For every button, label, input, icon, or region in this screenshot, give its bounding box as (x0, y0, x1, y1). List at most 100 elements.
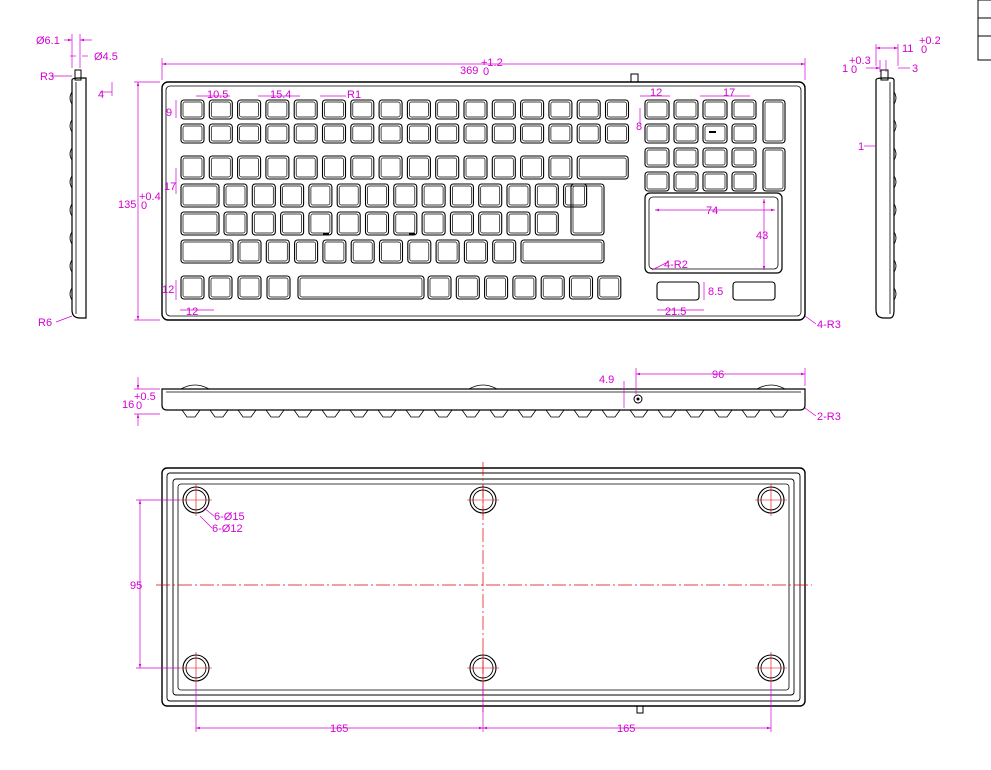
key (449, 183, 474, 208)
touchpad-right-button (732, 281, 776, 301)
key (293, 123, 318, 144)
overall-height-tol-upper: +0.4 (139, 191, 161, 203)
key (406, 99, 431, 120)
key (570, 183, 605, 236)
key (378, 99, 403, 120)
key (540, 275, 565, 300)
key (449, 211, 474, 236)
key (180, 211, 220, 236)
key (297, 275, 425, 300)
left-radius-top: R3 (40, 71, 54, 83)
key (223, 211, 248, 236)
key (421, 183, 446, 208)
key (644, 123, 670, 144)
key (308, 211, 333, 236)
front-hole-offset: 96 (712, 369, 724, 381)
key (350, 155, 375, 180)
right-dim-1-tol-upper: +0.3 (849, 55, 871, 67)
key-size-w: 12 (186, 306, 198, 318)
key (294, 239, 319, 264)
front-corner-radius: 2-R3 (817, 411, 841, 423)
right-dim-11-tol-lower: 0 (921, 44, 927, 56)
key (427, 275, 452, 300)
key (180, 155, 205, 180)
key (336, 211, 361, 236)
bottom-hole-spacing-v: 95 (130, 580, 142, 592)
key (762, 99, 786, 144)
key (280, 183, 305, 208)
key (702, 99, 728, 120)
key (406, 123, 431, 144)
key (251, 211, 276, 236)
key (463, 123, 488, 144)
key (208, 123, 233, 144)
key (604, 99, 630, 120)
right-side-view: 11 +0.2 0 1 +0.3 0 3 1 (842, 35, 941, 319)
key (364, 211, 390, 236)
key (548, 123, 573, 144)
key (478, 183, 503, 208)
touchpad-height: 43 (756, 230, 768, 242)
key (336, 183, 361, 208)
key (251, 183, 276, 208)
mount-holes (180, 484, 787, 684)
front-hole-dia: 4.9 (599, 374, 614, 386)
key (421, 211, 446, 236)
key (644, 147, 670, 168)
key (644, 99, 670, 120)
mount-hole (755, 484, 787, 516)
right-dim-3: 3 (912, 63, 918, 75)
title-block (977, 0, 991, 61)
numpad-gap: 8 (636, 121, 642, 133)
key (463, 239, 488, 264)
right-dim-1-lower: 1 (858, 141, 864, 153)
corner-radius: 4-R3 (817, 319, 841, 331)
bottom-hole-inner: 6-Ø12 (212, 523, 243, 535)
key (180, 183, 220, 208)
touchpad-radius: 4-R2 (664, 259, 688, 271)
key (378, 239, 404, 264)
key (731, 171, 757, 192)
key (576, 155, 629, 180)
key (491, 123, 516, 144)
key (266, 275, 291, 300)
key (378, 155, 403, 180)
key (308, 183, 333, 208)
key (407, 239, 432, 264)
touchpad-width: 74 (706, 205, 718, 217)
key (563, 183, 588, 208)
left-depth: 4 (98, 89, 104, 101)
left-radius-bottom: R6 (38, 317, 52, 329)
mount-hole (755, 652, 787, 684)
overall-width: 369 (460, 65, 478, 77)
key (673, 123, 699, 144)
key (321, 99, 347, 120)
key (491, 155, 516, 180)
touchpad-left-button (656, 281, 700, 301)
key (731, 99, 757, 120)
right-dim-1-tol-lower: 0 (851, 64, 857, 76)
mount-hole (180, 652, 212, 684)
key (406, 155, 431, 180)
overall-width-tol-upper: +1.2 (481, 57, 503, 69)
keyboard-top-view: 369 +1.2 0 135 +0.4 0 10.5 15.4 R1 9 17 … (118, 57, 841, 331)
numpad-pitch: 17 (723, 87, 735, 99)
key (350, 99, 375, 120)
key (491, 99, 516, 120)
mount-hole (467, 652, 499, 684)
overall-height-tol-lower: 0 (141, 200, 147, 212)
mount-hole (180, 484, 212, 516)
key (673, 171, 699, 192)
right-dim-1: 1 (842, 63, 848, 75)
key (576, 99, 601, 120)
key (378, 123, 403, 144)
key (731, 147, 757, 168)
key (435, 155, 460, 180)
key (520, 239, 605, 264)
button-width: 21.5 (665, 306, 686, 318)
key (180, 99, 205, 120)
key (568, 275, 594, 300)
key (237, 99, 262, 120)
key (512, 275, 537, 300)
